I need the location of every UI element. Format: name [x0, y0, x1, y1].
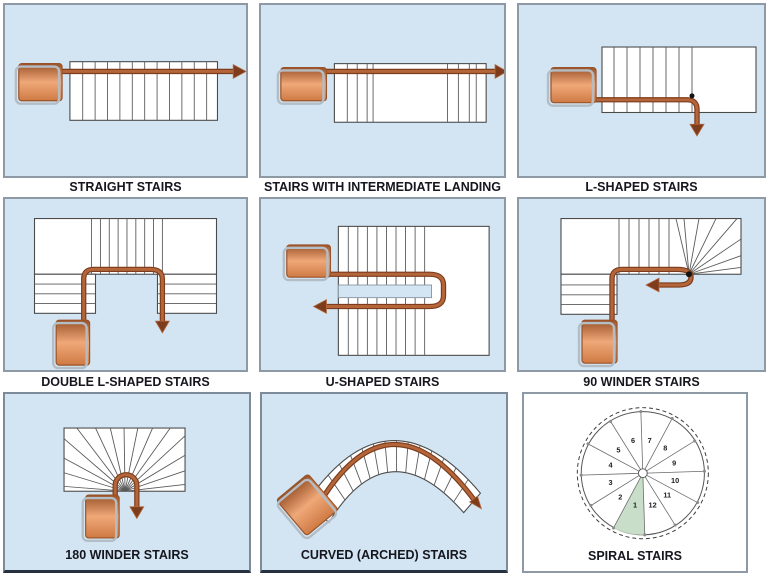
one-eighty-winder-diagram [63, 427, 186, 542]
spiral-treads [581, 411, 705, 535]
intermediate-landing-diagram [276, 63, 504, 123]
step-number: 12 [649, 500, 657, 509]
panel-u-shaped-stairs [259, 197, 506, 372]
curved-arched-diagram [276, 440, 483, 540]
panel-curved-arched-stairs: CURVED (ARCHED) STAIRS [260, 392, 508, 573]
u-shaped-diagram [282, 225, 490, 356]
step-number: 10 [671, 476, 679, 485]
caption-180-winder: 180 WINDER STAIRS [65, 548, 189, 562]
step-number: 9 [672, 458, 676, 467]
step-number: 11 [663, 491, 671, 500]
step-number: 4 [609, 460, 614, 469]
panel-180-winder-stairs: 180 WINDER STAIRS [3, 392, 251, 573]
panel-l-shaped-stairs [517, 3, 766, 178]
panel-spiral-stairs: 1 2 3 4 5 6 7 8 9 10 11 12 SPIRAL STAIRS [522, 392, 748, 573]
start-platform [546, 66, 597, 107]
caption-curved-arched: CURVED (ARCHED) STAIRS [300, 548, 468, 562]
start-platform [81, 494, 120, 542]
caption-double-l-shaped: DOUBLE L-SHAPED STAIRS [41, 375, 210, 389]
start-platform [276, 474, 338, 540]
step-number: 7 [648, 436, 652, 445]
step-number: 3 [609, 478, 613, 487]
step-number: 5 [616, 446, 620, 455]
spiral-diagram: 1 2 3 4 5 6 7 8 9 10 11 12 [576, 407, 709, 540]
double-l-shaped-diagram [33, 218, 218, 370]
panel-intermediate-landing-stairs [259, 3, 506, 178]
caption-90-winder: 90 WINDER STAIRS [583, 375, 700, 389]
caption-l-shaped: L-SHAPED STAIRS [585, 180, 698, 194]
step-number: 2 [618, 493, 622, 502]
start-platform [276, 66, 328, 105]
start-platform [282, 244, 332, 282]
caption-u-shaped: U-SHAPED STAIRS [325, 375, 440, 389]
step-number: 6 [631, 436, 635, 445]
caption-intermediate-landing: STAIRS WITH INTERMEDIATE LANDING [263, 180, 502, 194]
caption-spiral: SPIRAL STAIRS [588, 549, 682, 563]
straight-stairs-diagram [14, 61, 246, 121]
caption-straight-stairs: STRAIGHT STAIRS [69, 180, 182, 194]
panel-straight-stairs [3, 3, 248, 178]
l-shaped-diagram [546, 46, 757, 137]
ninety-winder-diagram [560, 218, 742, 368]
panel-double-l-shaped-stairs [3, 197, 248, 372]
start-platform [14, 63, 63, 105]
step-number: 1 [633, 500, 637, 509]
step-number: 8 [663, 444, 667, 453]
start-platform [577, 319, 618, 368]
start-platform [52, 319, 91, 370]
panel-90-winder-stairs [517, 197, 766, 372]
